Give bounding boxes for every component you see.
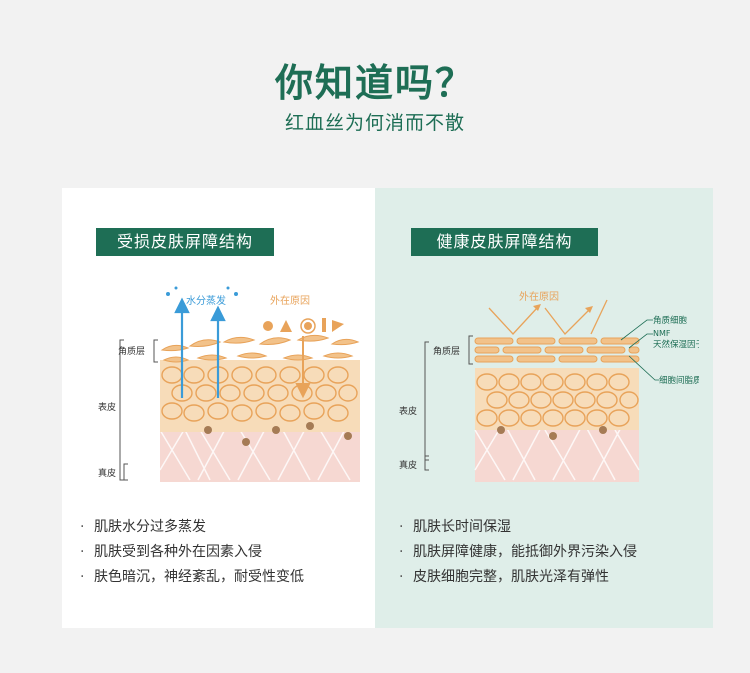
healthy-skin-bullets: ·肌肤长时间保湿 ·肌肤屏障健康，能抵御外界污染入侵 ·皮肤细胞完整，肌肤光泽有…: [399, 516, 637, 591]
dermis-label: 真皮: [399, 459, 417, 471]
lipid-label: 细胞间脂质: [659, 375, 699, 386]
callout-lines: [620, 319, 659, 381]
cell-nuclei: [204, 422, 352, 446]
water-drops: [166, 286, 238, 296]
epidermis-cells: [476, 373, 639, 427]
damaged-skin-diagram: 水分蒸发 外在原因 角质层 表皮 真皮: [98, 286, 360, 482]
page-title: 你知道吗？: [274, 61, 475, 105]
external-cause-icons: [263, 318, 344, 334]
damaged-skin-panel: 受损皮肤屏障结构: [62, 188, 375, 628]
stratum-corneum-label: 角质层: [118, 345, 145, 357]
water-evaporation-label: 水分蒸发: [186, 294, 226, 307]
epidermis-label: 表皮: [98, 401, 116, 413]
healthy-skin-heading: 健康皮肤屏障结构: [411, 228, 598, 256]
deflected-arrows: [488, 299, 608, 335]
arrow-heads: [533, 304, 593, 313]
intact-stratum-corneum: [474, 337, 640, 363]
corneocyte-label: 角质细胞: [653, 315, 688, 326]
layer-brackets: [424, 335, 473, 471]
damaged-skin-heading: 受损皮肤屏障结构: [96, 228, 274, 256]
healthy-skin-panel: 健康皮肤屏障结构: [375, 188, 713, 628]
list-item: ·肤色暗沉，神经紊乱，耐受性变低: [80, 569, 304, 585]
list-item: ·肌肤屏障健康，能抵御外界污染入侵: [399, 544, 637, 560]
list-item: ·肌肤水分过多蒸发: [80, 519, 206, 535]
nmf-full-label: 天然保湿因子: [653, 339, 699, 350]
broken-stratum-corneum: [160, 334, 360, 363]
collagen-pattern: [159, 419, 351, 481]
list-item: ·肌肤受到各种外在因素入侵: [80, 544, 262, 560]
damaged-skin-bullets: ·肌肤水分过多蒸发 ·肌肤受到各种外在因素入侵 ·肤色暗沉，神经紊乱，耐受性变低: [80, 516, 304, 591]
water-evaporation-arrows: [174, 297, 226, 398]
stratum-corneum-label: 角质层: [433, 345, 460, 357]
list-item: ·肌肤长时间保湿: [399, 519, 511, 535]
layer-brackets: [119, 339, 158, 481]
external-cause-label: 外在原因: [519, 291, 559, 303]
healthy-skin-diagram: 外在原因 角质细胞 NMF 天然保湿因子 细胞间脂质 角质层 表皮 真皮: [399, 291, 699, 482]
cell-nuclei: [497, 426, 607, 440]
external-cause-label: 外在原因: [270, 295, 310, 307]
epidermis-layer: [160, 360, 360, 432]
epidermis-label: 表皮: [399, 405, 417, 417]
list-item: ·皮肤细胞完整，肌肤光泽有弹性: [399, 569, 609, 585]
collagen-pattern: [474, 419, 640, 481]
dermis-label: 真皮: [98, 467, 116, 479]
page-subtitle: 红血丝为何消而不散: [284, 112, 465, 134]
external-cause-arrow: [295, 336, 311, 399]
epidermis-layer: [475, 368, 639, 430]
nmf-label: NMF: [653, 329, 671, 338]
